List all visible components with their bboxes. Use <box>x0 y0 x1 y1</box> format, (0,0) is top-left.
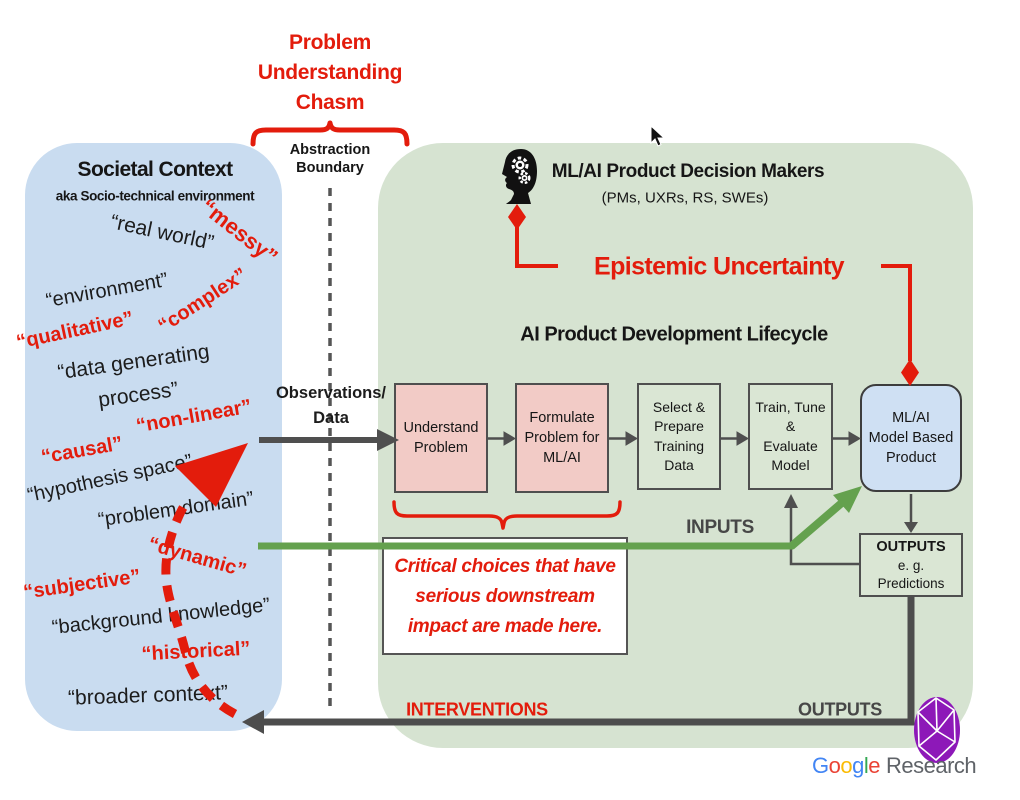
societal-context-panel <box>25 143 282 731</box>
google-letter: e <box>868 753 881 778</box>
google-letter: o <box>828 753 841 778</box>
lifecycle-title: AI Product Development Lifecycle <box>520 323 828 346</box>
societal-context-title: Societal Context <box>77 158 234 181</box>
inputs-label: INPUTS <box>686 517 754 538</box>
decision-makers-subtitle: (PMs, UXRs, RS, SWEs) <box>601 189 769 207</box>
abstraction-boundary-label: Abstraction Boundary <box>289 142 371 176</box>
epistemic-uncertainty-label: Epistemic Uncertainty <box>594 252 845 281</box>
outputs-flow-label: OUTPUTS <box>798 699 882 720</box>
google-letter: o <box>840 753 853 778</box>
observations-data-label: Observations/ Data <box>275 384 387 427</box>
interventions-label: INTERVENTIONS <box>406 699 548 720</box>
google-letter: G <box>812 753 829 778</box>
outputs-predictions-box: OUTPUTS e. g. Predictions <box>859 533 963 597</box>
societal-context-subtitle: aka Socio-technical environment <box>55 188 255 204</box>
google-letter: l <box>863 753 869 778</box>
google-letter: g <box>852 753 864 778</box>
critical-choices-note: Critical choices that have serious downs… <box>382 537 628 655</box>
research-wordmark: Research <box>886 753 977 778</box>
problem-understanding-chasm-title: Problem Understanding Chasm <box>257 31 403 114</box>
decision-makers-title: ML/AI Product Decision Makers <box>551 161 825 182</box>
